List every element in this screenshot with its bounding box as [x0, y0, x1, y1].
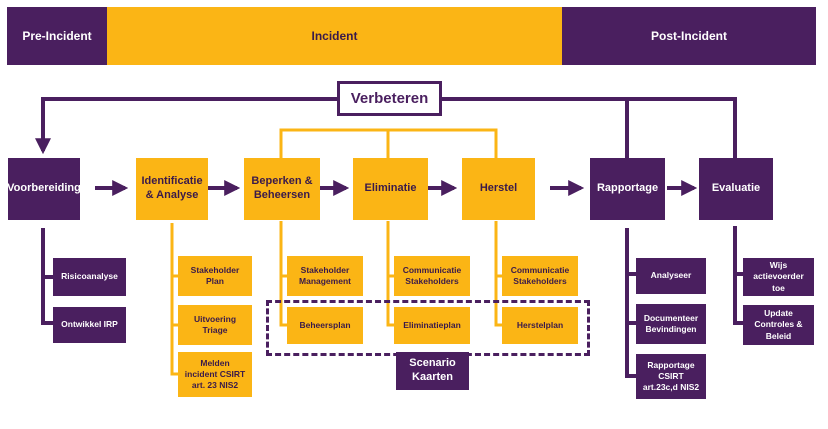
sub-ontwikkel-irp-label: Ontwikkel IRP	[61, 319, 118, 330]
sub-update-controles: Update Controles & Beleid	[743, 305, 814, 345]
step-beperken: Beperken & Beheersen	[244, 158, 320, 220]
sub-documenteer: Documenteer Bevindingen	[636, 304, 706, 344]
step-evaluatie-label: Evaluatie	[711, 182, 761, 195]
scenario-kaarten-label: Scenario Kaarten	[409, 357, 456, 383]
sub-rapportage-csirt-label: Rapportage CSIRT art.23c,d NIS2	[642, 359, 700, 393]
sub-uitvoering-triage-label: Uitvoering Triage	[193, 313, 237, 335]
sub-risicoanalyse: Risicoanalyse	[53, 258, 126, 296]
phase-incident-label: Incident	[311, 29, 358, 43]
step-evaluatie: Evaluatie	[699, 158, 773, 220]
sub-communicatie-eliminatie-label: Communicatie Stakeholders	[402, 264, 462, 286]
sub-communicatie-eliminatie: Communicatie Stakeholders	[394, 256, 470, 296]
phase-post-label: Post-Incident	[650, 29, 727, 43]
sub-ontwikkel-irp: Ontwikkel IRP	[53, 307, 126, 343]
sub-analyseer-label: Analyseer	[650, 270, 692, 281]
verbeteren-label: Verbeteren	[350, 90, 429, 107]
step-identificatie: Identificatie & Analyse	[136, 158, 208, 220]
scenario-kaarten-box: Scenario Kaarten	[396, 352, 469, 390]
phase-pre-label: Pre-Incident	[22, 29, 92, 43]
step-herstel-label: Herstel	[479, 182, 518, 195]
sub-communicatie-herstel: Communicatie Stakeholders	[502, 256, 578, 296]
step-identificatie-label: Identificatie & Analyse	[141, 175, 203, 201]
sub-beheersplan: Beheersplan	[287, 307, 363, 344]
sub-stakeholder-management: Stakeholder Management	[287, 256, 363, 296]
sub-stakeholder-management-label: Stakeholder Management	[299, 264, 351, 286]
sub-wijs-actievoerder-label: Wijs actievoerder toe	[753, 260, 804, 293]
sub-update-controles-label: Update Controles & Beleid	[754, 308, 803, 341]
sub-beheersplan-label: Beheersplan	[299, 319, 351, 330]
step-eliminatie-label: Eliminatie	[364, 182, 417, 195]
sub-risicoanalyse-label: Risicoanalyse	[61, 271, 118, 282]
sub-wijs-actievoerder: Wijs actievoerder toe	[743, 258, 814, 296]
sub-herstelplan-label: Herstelplan	[516, 319, 564, 330]
sub-eliminatieplan-label: Eliminatieplan	[403, 319, 461, 330]
step-herstel: Herstel	[462, 158, 535, 220]
sub-analyseer: Analyseer	[636, 258, 706, 294]
step-rapportage-label: Rapportage	[596, 182, 659, 195]
phase-pre-incident: Pre-Incident	[7, 7, 107, 65]
sub-stakeholder-plan: Stakeholder Plan	[178, 256, 252, 296]
phase-incident: Incident	[107, 7, 562, 65]
step-eliminatie: Eliminatie	[353, 158, 428, 220]
sub-herstelplan: Herstelplan	[502, 307, 578, 344]
step-beperken-label: Beperken & Beheersen	[251, 175, 313, 201]
sub-stakeholder-plan-label: Stakeholder Plan	[190, 264, 240, 286]
step-voorbereiding: Voorbereiding	[7, 158, 81, 220]
phase-post-incident: Post-Incident	[562, 7, 816, 65]
sub-communicatie-herstel-label: Communicatie Stakeholders	[510, 264, 570, 286]
sub-documenteer-label: Documenteer Bevindingen	[643, 312, 699, 334]
sub-melden-incident: Melden incident CSIRT art. 23 NIS2	[178, 352, 252, 397]
sub-rapportage-csirt: Rapportage CSIRT art.23c,d NIS2	[636, 354, 706, 399]
step-voorbereiding-label: Voorbereiding	[7, 182, 81, 195]
step-rapportage: Rapportage	[590, 158, 665, 220]
sub-melden-incident-label: Melden incident CSIRT art. 23 NIS2	[184, 357, 246, 391]
scenario-group-outline	[266, 300, 590, 356]
sub-uitvoering-triage: Uitvoering Triage	[178, 305, 252, 345]
sub-eliminatieplan: Eliminatieplan	[394, 307, 470, 344]
verbeteren-box: Verbeteren	[337, 81, 442, 116]
